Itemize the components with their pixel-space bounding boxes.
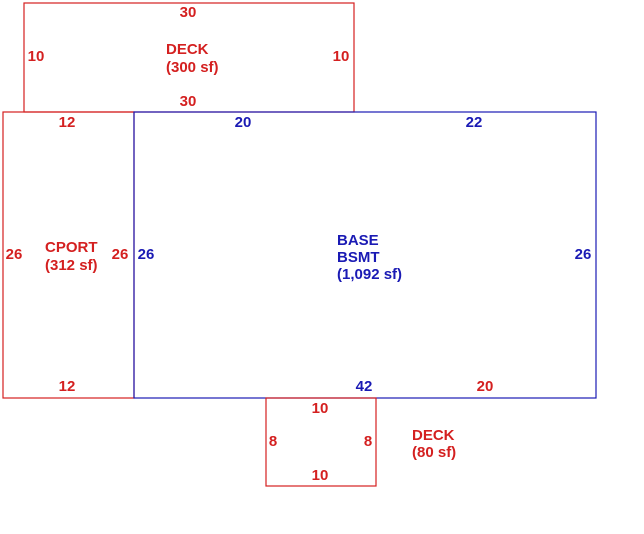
carport-dim-left: 26	[6, 246, 23, 263]
deck-top-dim-bottom: 30	[180, 93, 197, 110]
base-dim-top-left: 20	[235, 114, 252, 131]
deck-bottom-area: 10 10 8 8 DECK (80 sf)	[265, 397, 456, 487]
carport-label-area: (312 sf)	[45, 257, 98, 274]
base-label-area: (1,092 sf)	[337, 266, 402, 283]
carport-dim-bottom: 12	[59, 378, 76, 395]
deck-top-label-name: DECK	[166, 41, 209, 58]
carport-dim-right: 26	[112, 246, 129, 263]
base-area: 20 22 26 26 42 20 BASE BSMT (1,092 sf)	[133, 111, 597, 399]
deck-top-dim-top: 30	[180, 4, 197, 21]
deck-bottom-label-name: DECK	[412, 427, 455, 444]
base-label-type: BSMT	[337, 249, 380, 266]
carport-label-name: CPORT	[45, 239, 98, 256]
base-dim-left: 26	[138, 246, 155, 263]
base-dim-top-right: 22	[466, 114, 483, 131]
deck-top-dim-right: 10	[333, 48, 350, 65]
deck-bottom-label-area: (80 sf)	[412, 444, 456, 461]
base-dim-bottom-right: 20	[477, 378, 494, 395]
deck-bottom-dim-bottom: 10	[312, 467, 329, 484]
deck-bottom-dim-left: 8	[269, 433, 277, 450]
carport-area: 12 12 26 26 CPORT (312 sf)	[2, 111, 135, 399]
deck-top-label-area: (300 sf)	[166, 59, 219, 76]
carport-dim-top: 12	[59, 114, 76, 131]
deck-top-area: 30 30 10 10 DECK (300 sf)	[23, 2, 355, 113]
base-label-name: BASE	[337, 232, 379, 249]
base-dim-bottom: 42	[356, 378, 373, 395]
deck-bottom-dim-right: 8	[364, 433, 372, 450]
deck-bottom-outline	[265, 397, 377, 487]
deck-bottom-dim-top: 10	[312, 400, 329, 417]
deck-top-dim-left: 10	[28, 48, 45, 65]
base-dim-right: 26	[575, 246, 592, 263]
